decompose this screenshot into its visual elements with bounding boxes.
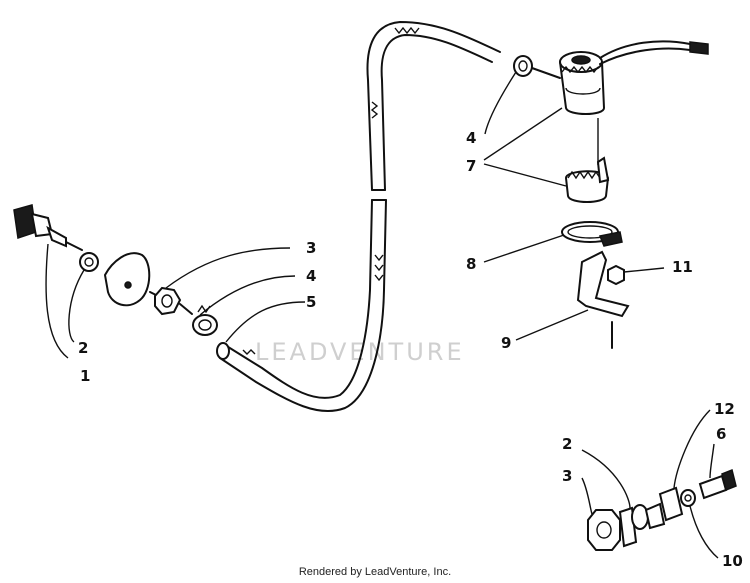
callout-9: 9 [501, 334, 511, 352]
primer-pump [558, 51, 606, 115]
primer-plunger [13, 204, 83, 251]
fitting-assembly [587, 468, 737, 551]
callout-11: 11 [672, 258, 693, 276]
callout-6: 6 [716, 425, 726, 443]
leader-lines [45, 71, 719, 559]
callout-7: 7 [466, 157, 476, 175]
bracket-9 [576, 250, 630, 349]
callout-10: 10 [722, 552, 743, 570]
callout-12: 12 [714, 400, 735, 418]
callout-4: 4 [466, 129, 476, 147]
mounting-clamp [564, 156, 610, 203]
callout-8: 8 [466, 255, 476, 273]
mounting-bracket [103, 252, 151, 307]
hose-clamp-top [513, 55, 533, 77]
callout-1: 1 [80, 367, 90, 385]
wire-lead [599, 40, 709, 65]
callout-3: 3 [562, 467, 572, 485]
callout-4: 4 [306, 267, 316, 285]
hose-clamp-left [192, 304, 218, 336]
fuel-hose [216, 21, 501, 413]
footer-credit: Rendered by LeadVenture, Inc. [298, 566, 452, 578]
callout-2: 2 [78, 339, 88, 357]
nut-11 [607, 264, 625, 286]
hose-clamp-large [561, 221, 623, 247]
washer-left [79, 252, 99, 272]
callout-2: 2 [562, 435, 572, 453]
callout-3: 3 [306, 239, 316, 257]
nut-left [154, 286, 182, 316]
callout-5: 5 [306, 293, 316, 311]
